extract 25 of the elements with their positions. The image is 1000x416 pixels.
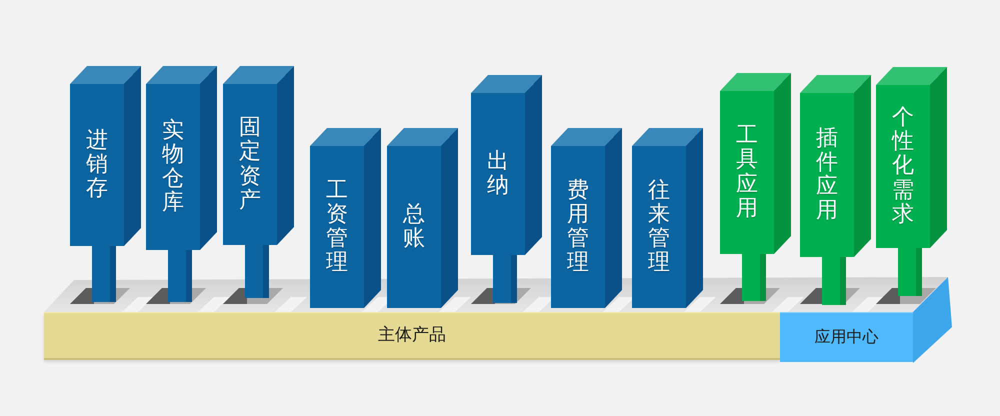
block-label: 往来管理 bbox=[648, 178, 670, 276]
module-block bbox=[223, 66, 294, 245]
module-block bbox=[310, 128, 381, 308]
module-block bbox=[632, 128, 703, 308]
block-label: 实物仓库 bbox=[162, 118, 184, 216]
block-label: 工具应用 bbox=[736, 124, 758, 221]
module-block bbox=[387, 128, 458, 308]
block-label: 进销存 bbox=[86, 128, 108, 202]
module-block bbox=[551, 128, 622, 308]
base-bar bbox=[44, 312, 780, 360]
module-block bbox=[720, 73, 791, 254]
block-label: 插件应用 bbox=[816, 126, 838, 224]
bar-label: 应用中心 bbox=[814, 327, 878, 347]
block-label: 工资管理 bbox=[326, 178, 348, 276]
bar-label: 主体产品 bbox=[378, 325, 446, 346]
module-block bbox=[876, 67, 947, 248]
module-block bbox=[146, 66, 217, 250]
block-label: 出纳 bbox=[487, 150, 509, 198]
module-block bbox=[800, 75, 871, 257]
module-block bbox=[471, 75, 542, 255]
block-label: 总账 bbox=[403, 202, 425, 252]
block-label: 个性化需求 bbox=[892, 106, 914, 227]
module-block bbox=[70, 66, 141, 246]
block-label: 费用管理 bbox=[567, 178, 589, 276]
block-label: 固定资产 bbox=[239, 116, 261, 213]
